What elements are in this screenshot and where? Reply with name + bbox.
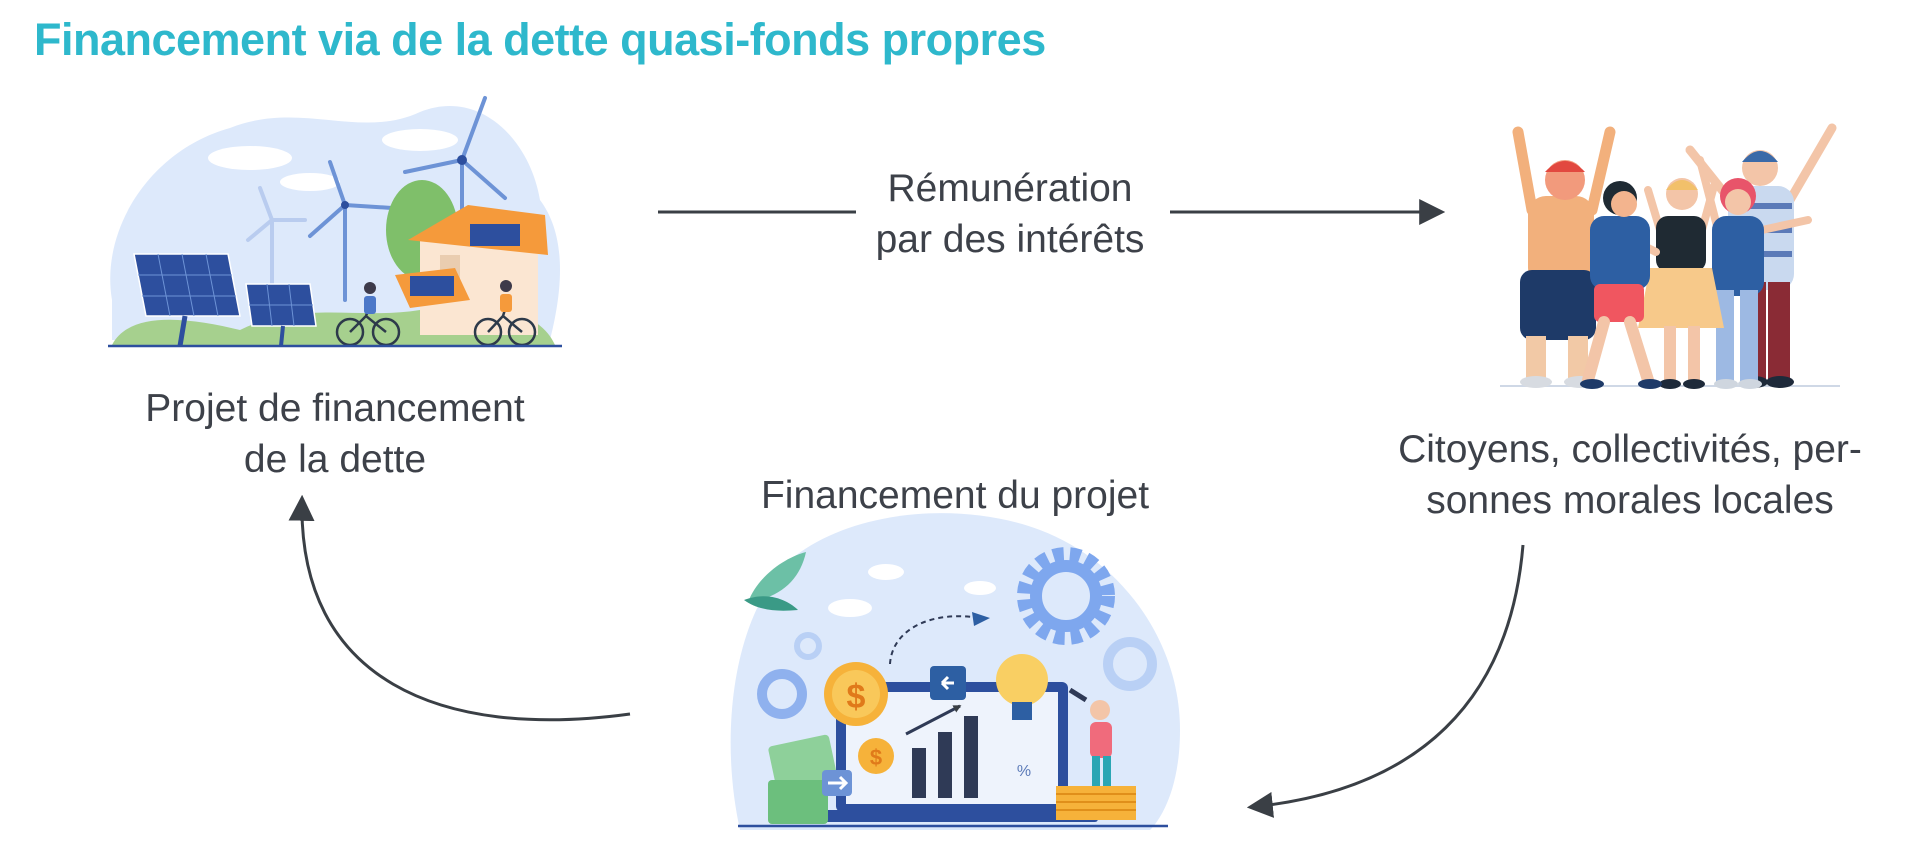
renewable-energy-icon — [108, 96, 562, 348]
financing-label-line1: Financement du projet — [760, 474, 1150, 517]
project-label: Projet de financement de la dette — [110, 383, 560, 485]
page-title: Financement via de la dette quasi-fonds … — [34, 14, 1046, 65]
interest-label-line1: Rémunération — [887, 167, 1133, 210]
people-group-icon — [1500, 123, 1840, 389]
interest-label: Rémunération par des intérêts — [850, 163, 1170, 265]
citizens-label-line2: sonnes morales locales — [1426, 479, 1834, 522]
financing-to-project-arrow — [288, 494, 631, 722]
interest-label-line2: par des intérêts — [875, 218, 1145, 261]
finance-laptop-icon: $ $ % — [730, 513, 1180, 830]
project-label-line1: Projet de financement — [145, 387, 525, 430]
citizens-label: Citoyens, collectivités, per- sonnes mor… — [1365, 424, 1895, 526]
svg-text:$: $ — [870, 745, 882, 770]
citizens-to-financing-arrow — [1246, 544, 1525, 818]
svg-text:$: $ — [847, 678, 866, 716]
citizens-label-line1: Citoyens, collectivités, per- — [1398, 428, 1862, 471]
financing-label: Financement du projet — [700, 470, 1210, 521]
svg-text:%: % — [1017, 763, 1031, 780]
project-label-line2: de la dette — [243, 438, 427, 481]
